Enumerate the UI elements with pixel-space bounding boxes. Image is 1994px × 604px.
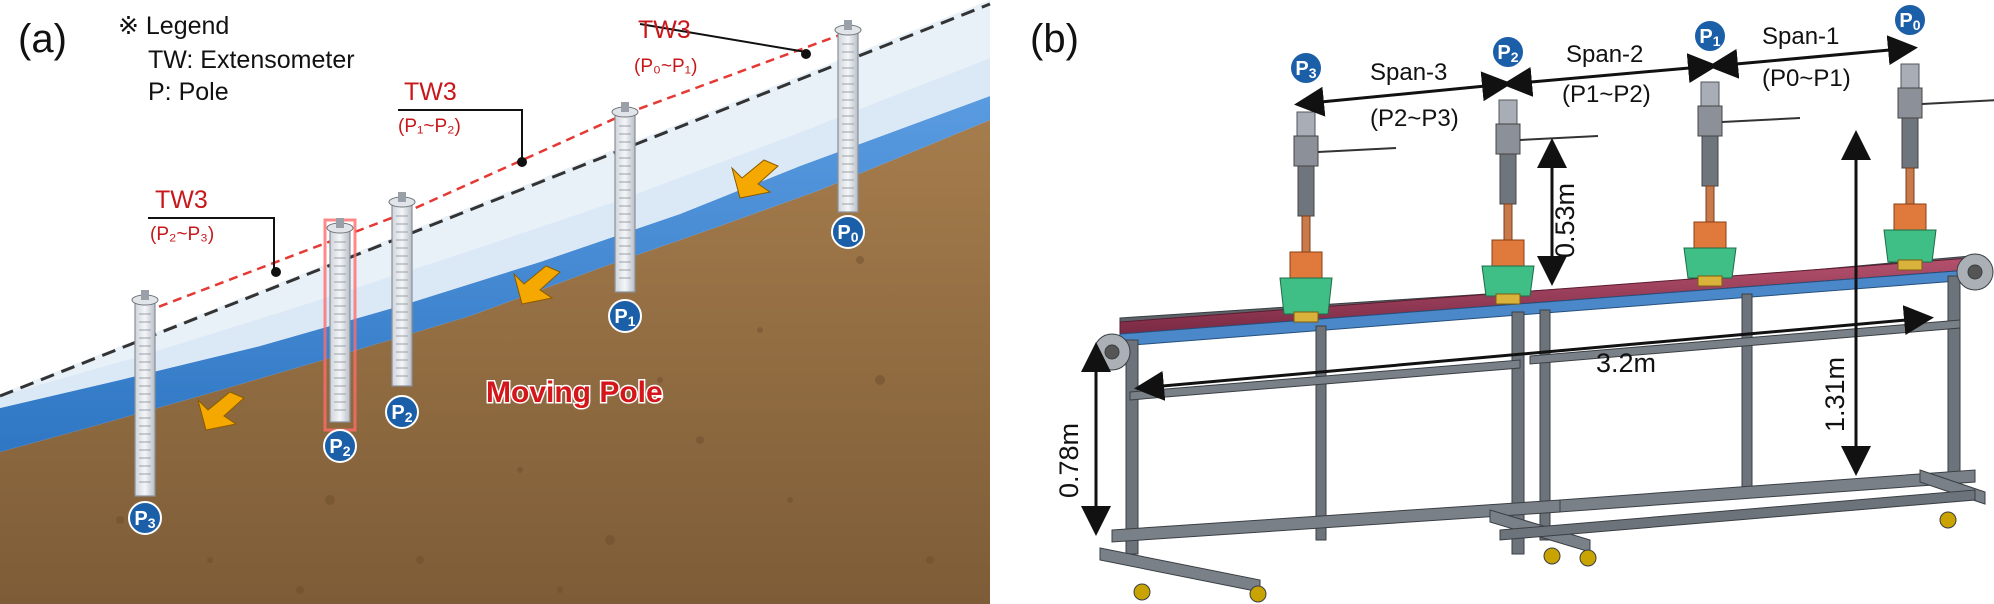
moving-pole-label: Moving Pole <box>486 376 663 409</box>
pole-a-5: P3 <box>128 290 162 535</box>
pole-a-badge-1: P0 <box>831 215 865 249</box>
span-1-range: (P0~P1) <box>1762 65 1851 92</box>
pole-b-badge-1: P3 <box>1289 51 1323 85</box>
tw3-label-2: TW3 <box>404 78 457 106</box>
tw3-label-group-2: TW3 (P₁~P₂) <box>398 78 527 167</box>
span-3-range: (P2~P3) <box>1370 105 1459 132</box>
panel-b: (b) <box>1030 3 1994 603</box>
pole-b-badge-4: P0 <box>1893 3 1927 37</box>
tw3-sub-3: (P₂~P₃) <box>150 224 214 245</box>
instrument-assemblies: P3 P2 P1 P0 <box>1279 3 1994 323</box>
tw3-line-p1-p2 <box>401 112 626 216</box>
legend-line-tw: TW: Extensometer <box>148 46 355 74</box>
span-1-name: Span-1 <box>1762 23 1839 50</box>
tw3-sub-1: (P₀~P₁) <box>634 56 697 77</box>
pole-a-badge-2: P1 <box>608 299 642 333</box>
pole-a-badge-5: P3 <box>128 501 162 535</box>
movement-arrow-icon <box>513 265 561 305</box>
dimension-lines <box>1081 35 1934 536</box>
span-labels: Span-3 (P2~P3) Span-2 (P1~P2) Span-1 (P0… <box>1370 23 1851 132</box>
pole-a-badge-4: P2 <box>323 429 357 463</box>
panel-a: (a) ※ Legend TW: Extensometer P: Pole <box>0 0 991 604</box>
water-layer <box>0 96 990 452</box>
span-2-name: Span-2 <box>1566 41 1643 68</box>
pole-a-3: P2 <box>385 192 419 429</box>
tw3-sub-2: (P₁~P₂) <box>398 116 461 137</box>
total-height-label: 1.31m <box>1820 357 1850 432</box>
frame-structure <box>1093 253 1994 603</box>
pole-a-badge-3: P2 <box>385 395 419 429</box>
legend-title: ※ Legend <box>118 12 229 40</box>
tw3-label-group-1: TW3 (P₀~P₁) <box>634 16 811 77</box>
instrument-3: P1 <box>1683 19 1801 287</box>
pole-b-badge-3: P1 <box>1693 19 1727 53</box>
dim-arrow-length <box>1134 305 1934 401</box>
span-arrow-3 <box>1294 71 1512 117</box>
legend-line-p: P: Pole <box>148 78 229 106</box>
panel-b-label: (b) <box>1030 17 1079 61</box>
soil-body <box>0 120 990 604</box>
tw3-label-3: TW3 <box>155 186 208 214</box>
embankment-surface <box>0 58 990 408</box>
pole-height-label: 0.53m <box>1550 183 1580 258</box>
pole-a-1: P0 <box>831 20 865 249</box>
pole-a-4: P2 <box>323 218 357 463</box>
frame-height-label: 0.78m <box>1054 423 1084 498</box>
pole-a-2: P1 <box>608 102 642 333</box>
movement-arrow-icon <box>197 391 245 431</box>
pole-b-badge-2: P2 <box>1491 35 1525 69</box>
movement-arrow-icon <box>731 159 779 199</box>
length-label: 3.2m <box>1596 348 1656 378</box>
instrument-1: P3 <box>1279 51 1397 323</box>
span-3-name: Span-3 <box>1370 59 1447 86</box>
tw3-label-group-3: TW3 (P₂~P₃) <box>148 186 281 277</box>
tw3-label-1: TW3 <box>638 16 691 44</box>
legend: ※ Legend TW: Extensometer P: Pole <box>118 12 355 106</box>
crest-line <box>0 2 991 398</box>
span-arrow-2 <box>1502 53 1718 97</box>
span-2-range: (P1~P2) <box>1562 81 1651 108</box>
instrument-4: P0 <box>1883 3 1994 271</box>
span-arrow-1 <box>1708 35 1918 79</box>
movement-arrows <box>197 159 779 431</box>
soil-texture <box>116 256 934 594</box>
tw3-line-p0-p1 <box>624 30 849 116</box>
instrument-2: P2 <box>1481 35 1599 305</box>
panel-a-label: (a) <box>18 17 67 61</box>
